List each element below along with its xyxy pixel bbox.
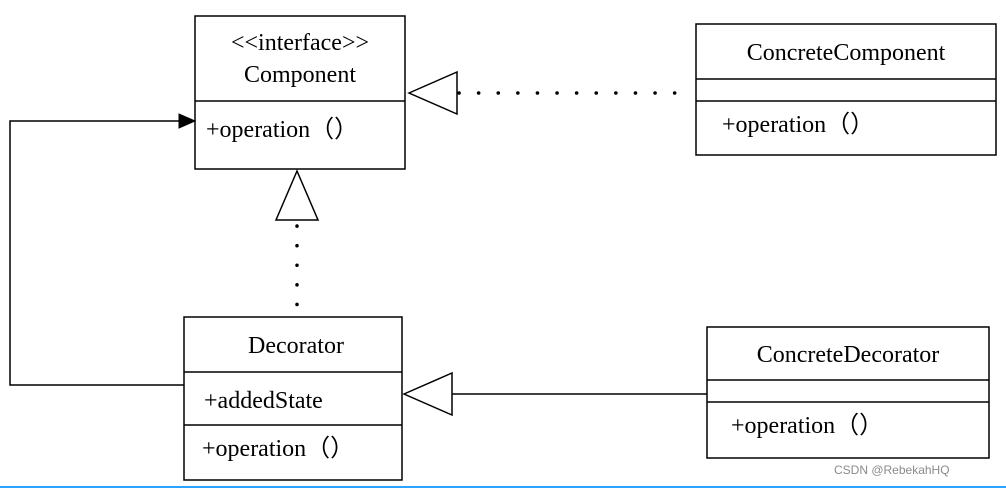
decorator-class-box bbox=[183, 316, 403, 481]
concrete-component-class-box bbox=[695, 23, 997, 156]
association-line bbox=[9, 120, 184, 386]
realization-decorator bbox=[274, 169, 320, 310]
generalization-arrowhead bbox=[402, 371, 453, 417]
decorator-method: +operation（） bbox=[202, 436, 354, 462]
concrete-component-name: ConcreteComponent bbox=[747, 40, 946, 66]
decorator-name: Decorator bbox=[248, 333, 344, 359]
concrete-decorator-name: ConcreteDecorator bbox=[757, 342, 940, 368]
concrete-decorator-method: +operation（） bbox=[731, 413, 883, 439]
component-class: <<interface>> Component +operation（） bbox=[194, 15, 406, 170]
generalization-concrete-decorator bbox=[402, 371, 707, 417]
association-arrowhead bbox=[178, 113, 197, 129]
concrete-decorator-class-box bbox=[706, 326, 990, 459]
realization-arrowhead-up bbox=[274, 169, 320, 221]
bottom-accent-bar bbox=[0, 486, 1006, 488]
association-decorator-component bbox=[9, 113, 197, 386]
component-stereotype: <<interface>> bbox=[231, 30, 369, 56]
realization-arrowhead-right bbox=[407, 70, 458, 116]
concrete-component-method: +operation（） bbox=[722, 112, 874, 138]
decorator-class: Decorator +addedState +operation（） bbox=[183, 316, 403, 481]
realization-concrete-component bbox=[407, 70, 696, 116]
decorator-attribute: +addedState bbox=[204, 388, 323, 414]
concrete-component-class: ConcreteComponent +operation（） bbox=[695, 23, 997, 156]
component-name: Component bbox=[244, 62, 356, 88]
component-class-box bbox=[194, 15, 406, 170]
concrete-decorator-class: ConcreteDecorator +operation（） bbox=[706, 326, 990, 459]
watermark: CSDN @RebekahHQ bbox=[834, 463, 950, 477]
component-method: +operation（） bbox=[206, 117, 358, 143]
